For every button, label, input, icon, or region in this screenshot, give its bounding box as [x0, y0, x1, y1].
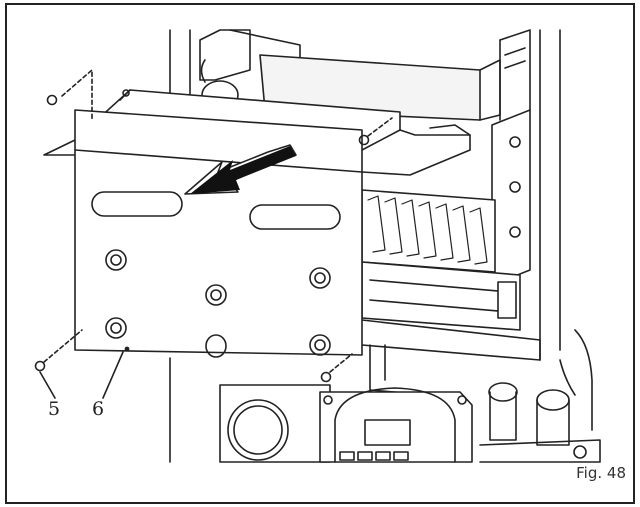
- callout-5-leader: [39, 371, 56, 399]
- fan-assembly: [199, 29, 501, 121]
- right-side-frame: [491, 29, 531, 286]
- right-slot: [249, 204, 341, 230]
- removal-arrow-icon: [184, 144, 297, 195]
- gas-valve-assembly: [479, 329, 601, 463]
- screw-icon: [122, 89, 130, 97]
- screws: [34, 89, 370, 383]
- panel-holes: [105, 249, 331, 358]
- screw-icon: [358, 134, 370, 146]
- screw-guides: [43, 69, 393, 373]
- left-slot: [91, 191, 183, 217]
- screw-icon: [46, 94, 58, 106]
- control-panel: [219, 384, 473, 463]
- screw-icon: [34, 360, 46, 372]
- figure-label: Fig. 48: [576, 464, 626, 482]
- callout-5: 5: [48, 398, 61, 420]
- screw-icon: [320, 371, 332, 383]
- front-panel: [74, 109, 363, 358]
- callout-6: 6: [92, 398, 105, 420]
- lower-chamber: [361, 319, 541, 396]
- callout-6-leader: [102, 351, 124, 399]
- figure-border: [5, 3, 635, 504]
